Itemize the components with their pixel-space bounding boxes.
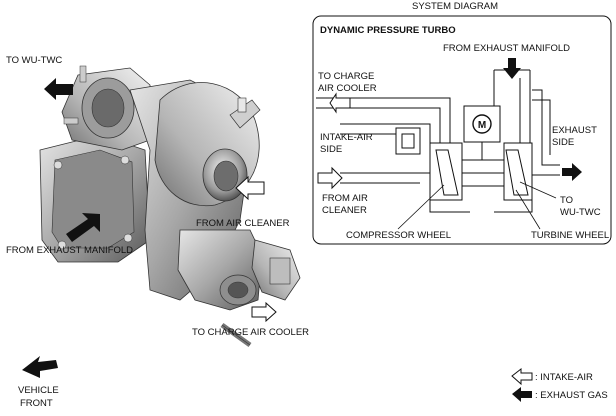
label-from-exhaust-manifold: FROM EXHAUST MANIFOLD [6,245,133,256]
label-to-charge-air-cooler: TO CHARGE AIR COOLER [192,327,309,338]
legend-intake-air: : INTAKE-AIR [535,372,593,383]
label-sd-exhaust-2: SIDE [552,137,574,148]
label-sd-from-air-1: FROM AIR [322,193,368,204]
motor-symbol: M [478,120,486,131]
turbocharger-illustration [39,65,301,348]
label-sd-compressor-wheel: COMPRESSOR WHEEL [346,230,451,241]
vehicle-front-arrow [22,356,58,378]
label-to-wu-twc: TO WU-TWC [6,55,62,66]
exhaust-arrow-to-wu-twc [44,78,73,100]
system-diagram-title: DYNAMIC PRESSURE TURBO [320,25,456,36]
label-sd-from-exhaust-manifold: FROM EXHAUST MANIFOLD [443,43,570,54]
label-sd-to-1: TO [560,195,573,206]
label-vehicle: VEHICLE [18,385,59,396]
label-sd-exhaust-1: EXHAUST [552,125,597,136]
legend-intake-air-arrow [511,367,533,386]
legend-exhaust-gas-arrow [512,387,532,402]
intake-arrow-to-charge-air-cooler [251,301,277,323]
legend-exhaust-gas: : EXHAUST GAS [535,390,608,401]
system-diagram-heading: SYSTEM DIAGRAM [412,1,498,12]
label-front: FRONT [20,398,53,409]
label-sd-to-charge-2: AIR COOLER [318,83,377,94]
label-sd-from-air-2: CLEANER [322,205,367,216]
exhaust-arrow-from-manifold-schematic [503,58,521,79]
exhaust-arrow-to-wu-twc-schematic [562,163,582,181]
label-sd-intake-air-2: SIDE [320,144,342,155]
intake-arrow-from-air-cleaner-schematic [317,166,343,190]
motor-icon [472,114,492,134]
label-sd-to-2: WU-TWC [560,207,601,218]
intake-arrow-from-air-cleaner [235,175,265,201]
leader-lines [397,181,557,230]
label-sd-intake-air-1: INTAKE-AIR [320,132,373,143]
label-from-air-cleaner: FROM AIR CLEANER [196,218,290,229]
intake-arrow-to-charge-air-cooler-schematic [329,92,351,114]
exhaust-arrow-from-manifold [66,213,100,242]
system-diagram-frame [312,15,612,245]
label-sd-turbine-wheel: TURBINE WHEEL [531,230,609,241]
system-schematic [316,69,560,213]
label-sd-to-charge-1: TO CHARGE [318,71,374,82]
